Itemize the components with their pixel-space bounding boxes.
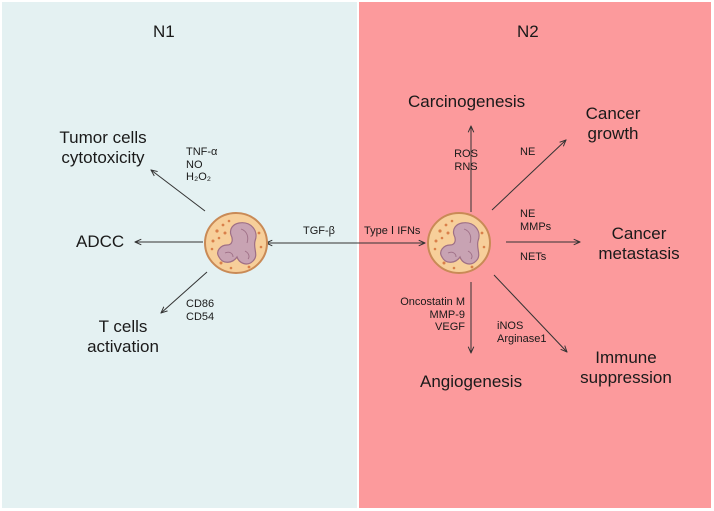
n2-title: N2 (517, 22, 539, 41)
angiogenesis-mediators: Oncostatin M MMP-9 VEGF (395, 296, 465, 334)
immune-mediators: iNOS Arginase1 (497, 320, 547, 345)
metastasis-upper-mediators: NE MMPs (520, 208, 551, 233)
tgf-beta-label: TGF-β (303, 225, 335, 237)
t-cells-mediators: CD86 CD54 (186, 298, 214, 323)
mediator-vegf: VEGF (435, 321, 465, 334)
adcc-label: ADCC (76, 232, 125, 251)
mediator-mmps: MMPs (520, 220, 552, 233)
arrow-to-t-cells (161, 271, 208, 313)
t-cells-activation-label: T cells activation (63, 317, 183, 356)
carcinogenesis-label: Carcinogenesis (408, 92, 526, 111)
mediator-ros: ROS (454, 148, 478, 160)
mediator-ne: NE (520, 208, 536, 220)
mediator-oncostatin-m: Oncostatin M (400, 296, 465, 308)
cancer-metastasis-line2: metastasis (598, 243, 680, 263)
cancer-growth-line1: Cancer (585, 104, 641, 123)
n2-neutrophil-icon (427, 212, 491, 274)
type-i-ifns-label: Type Ⅰ IFNs (364, 225, 421, 237)
immune-suppression-label: Immune suppression (566, 348, 686, 387)
metastasis-mediator-nets: NETs (520, 251, 547, 263)
immune-suppression-line1: Immune (595, 348, 657, 367)
cancer-growth-label: Cancer growth (563, 104, 663, 143)
mediator-no: NO (186, 158, 203, 171)
mediator-rns: RNS (454, 160, 478, 173)
t-cells-line2: activation (87, 336, 159, 356)
n1-panel (2, 2, 357, 508)
mediator-h2o2: H₂O₂ (186, 171, 212, 184)
mediator-mmp-9: MMP-9 (429, 308, 465, 321)
immune-suppression-line2: suppression (580, 367, 672, 387)
cytotoxicity-mediators: TNF-α NO H₂O₂ (186, 146, 217, 184)
mediator-arginase1: Arginase1 (497, 332, 547, 345)
cancer-metastasis-label: Cancer metastasis (584, 224, 694, 263)
t-cells-line1: T cells (98, 317, 148, 336)
mediator-inos: iNOS (497, 320, 524, 332)
mediator-tnf-alpha: TNF-α (186, 146, 218, 158)
mediator-cd54: CD54 (186, 310, 215, 323)
cancer-metastasis-line1: Cancer (611, 224, 667, 243)
angiogenesis-label: Angiogenesis (420, 372, 523, 391)
tumor-cytotoxicity-label: Tumor cells cytotoxicity (28, 128, 178, 167)
mediator-cd86: CD86 (186, 298, 215, 310)
arrow-to-tumor-cytotoxicity (151, 170, 206, 212)
carcinogenesis-mediators: ROS RNS (448, 148, 484, 173)
n1-title: N1 (153, 22, 175, 41)
cancer-growth-line2: growth (587, 123, 639, 143)
tumor-cytotoxicity-line1: Tumor cells (59, 128, 147, 147)
arrow-to-cancer-growth (491, 140, 566, 211)
growth-mediator-ne: NE (520, 146, 536, 158)
n2-panel (359, 2, 711, 508)
n1-neutrophil-icon (204, 212, 268, 274)
arrow-to-immune-suppression (493, 274, 567, 352)
tumor-cytotoxicity-line2: cytotoxicity (61, 147, 145, 167)
